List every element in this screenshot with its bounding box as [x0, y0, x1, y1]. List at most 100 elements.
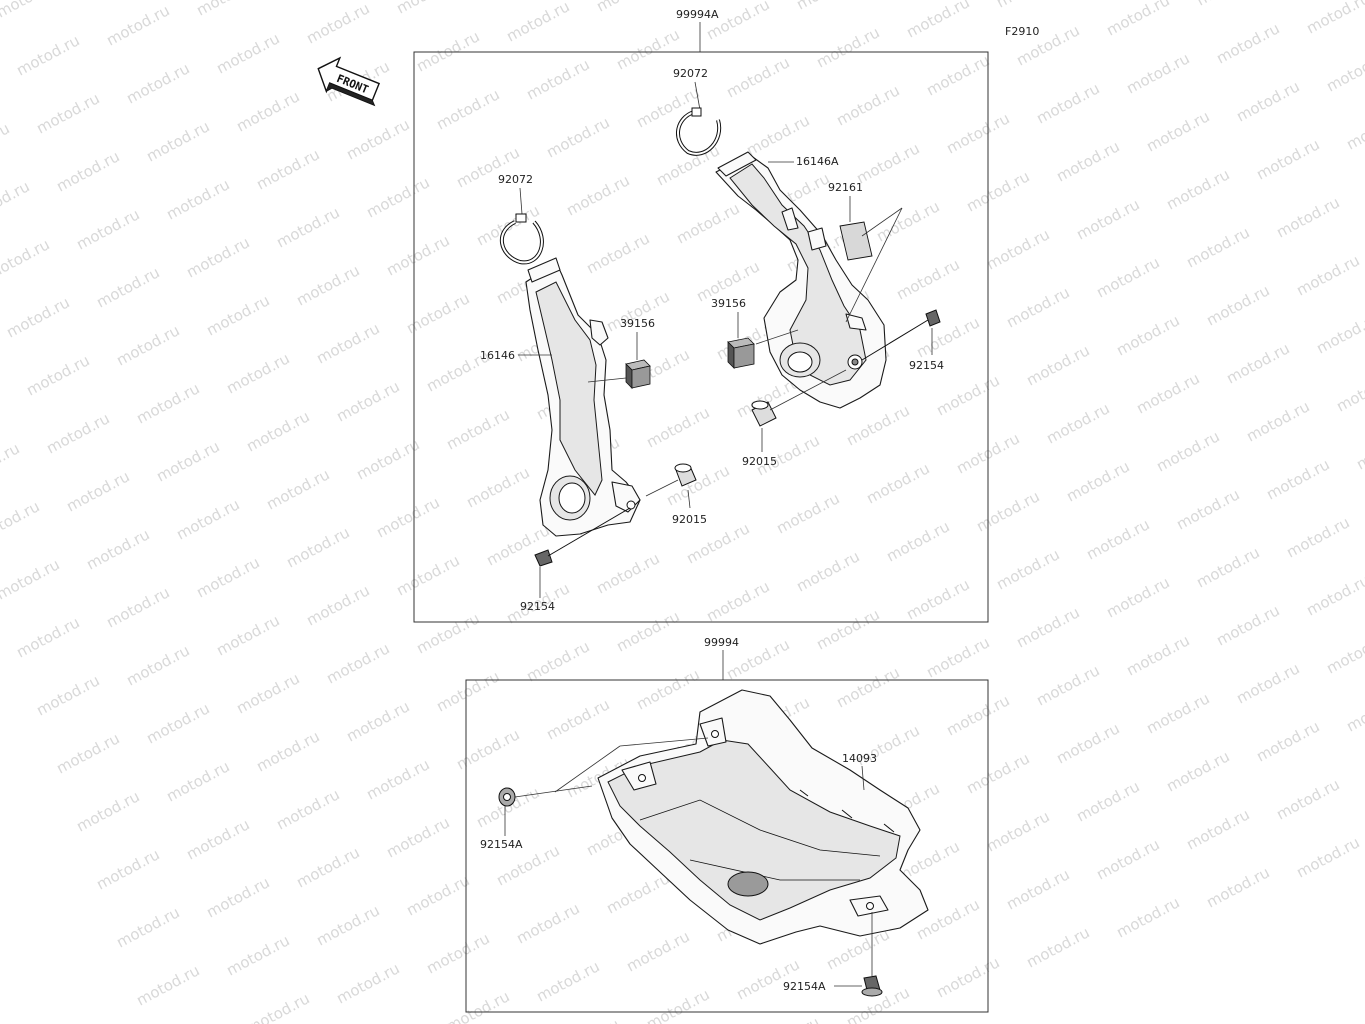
watermark-text: motod.ru [363, 173, 432, 221]
watermark-text: motod.ru [53, 147, 122, 195]
watermark-text: motod.ru [13, 613, 82, 661]
watermark-text: motod.ru [1203, 863, 1272, 911]
watermark-text: motod.ru [993, 545, 1062, 593]
watermark-text: motod.ru [833, 81, 902, 129]
watermark-text: motod.ru [1353, 425, 1365, 473]
watermark-text: motod.ru [343, 697, 412, 745]
watermark-text: motod.ru [1263, 455, 1332, 503]
pad-left-icon [625, 359, 651, 389]
watermark-text: motod.ru [703, 577, 772, 625]
watermark-text: motod.ru [723, 53, 792, 101]
watermark-text: motod.ru [933, 953, 1002, 1001]
watermark-text: motod.ru [1233, 659, 1302, 707]
watermark-text: motod.ru [793, 547, 862, 595]
watermark-text: motod.ru [623, 927, 692, 975]
skid-plate [597, 689, 929, 945]
part-label-pad-right: 39156 [711, 297, 746, 310]
watermark-text: motod.ru [1163, 747, 1232, 795]
watermark-text: motod.ru [1333, 367, 1365, 415]
watermark-text: motod.ru [183, 233, 252, 281]
watermark-text: motod.ru [1273, 193, 1342, 241]
watermark-text: motod.ru [433, 667, 502, 715]
watermark-text: motod.ru [0, 439, 23, 487]
part-label-clip-left: 92072 [498, 173, 533, 186]
watermark-text: motod.ru [1143, 107, 1212, 155]
watermark-text: motod.ru [583, 229, 652, 277]
part-label-skid-plate: 14093 [842, 752, 877, 765]
watermark-text: motod.ru [1103, 573, 1172, 621]
collar-right-icon [751, 400, 777, 427]
watermark-text: motod.ru [33, 671, 102, 719]
watermark-text: motod.ru [543, 695, 612, 743]
watermark-text: motod.ru [1213, 19, 1282, 67]
watermark-text: motod.ru [1303, 0, 1365, 38]
watermark-text: motod.ru [403, 871, 472, 919]
watermark-text: motod.ru [1293, 251, 1362, 299]
watermark-text: motod.ru [63, 467, 132, 515]
watermark-text: motod.ru [813, 605, 882, 653]
watermark-text: motod.ru [443, 405, 512, 453]
watermark-text: motod.ru [983, 807, 1052, 855]
watermark-text: motod.ru [1073, 777, 1142, 825]
watermark-text: motod.ru [333, 377, 402, 425]
watermark-text: motod.ru [1303, 571, 1365, 619]
watermark-text: motod.ru [963, 167, 1032, 215]
part-label-bolt-right: 92154 [909, 359, 944, 372]
watermark-text: motod.ru [1193, 0, 1262, 10]
figure-code: F2910 [1005, 25, 1039, 38]
watermark-text: motod.ru [1293, 833, 1362, 881]
watermark-text: motod.ru [1053, 719, 1122, 767]
watermark-text: motod.ru [243, 989, 312, 1024]
kit-lower-frame [465, 679, 989, 1013]
watermark-text: motod.ru [123, 641, 192, 689]
watermark-text: motod.ru [143, 699, 212, 747]
watermark-text: motod.ru [913, 313, 982, 361]
watermark-text: motod.ru [323, 639, 392, 687]
watermark-text: motod.ru [1043, 399, 1112, 447]
watermark-text: motod.ru [303, 0, 372, 48]
watermark-text: motod.ru [503, 0, 572, 46]
watermark-text: motod.ru [103, 583, 172, 631]
watermark-text: motod.ru [333, 959, 402, 1007]
part-label-pad-left: 39156 [620, 317, 655, 330]
watermark-text: motod.ru [213, 611, 282, 659]
watermark-text: motod.ru [1243, 397, 1312, 445]
watermark-text: motod.ru [1283, 513, 1352, 561]
watermark-text: motod.ru [283, 523, 352, 571]
clip-left-icon [499, 213, 544, 265]
part-label-cover-right: 16146A [796, 155, 839, 168]
watermark-text: motod.ru [593, 549, 662, 597]
part-label-bolt-skid-bottom: 92154A [783, 980, 826, 993]
watermark-text: motod.ru [0, 555, 63, 603]
watermark-text: motod.ru [1183, 805, 1252, 853]
bolt-skid-left-icon [498, 787, 516, 807]
watermark-text: motod.ru [253, 727, 322, 775]
watermark-text: motod.ru [293, 843, 362, 891]
watermark-text: motod.ru [613, 607, 682, 655]
watermark-text: motod.ru [173, 495, 242, 543]
watermark-text: motod.ru [1003, 283, 1072, 331]
watermark-text: motod.ru [303, 581, 372, 629]
watermark-text: motod.ru [273, 785, 342, 833]
watermark-text: motod.ru [1053, 137, 1122, 185]
watermark-text: motod.ru [313, 901, 382, 949]
watermark-text: motod.ru [0, 497, 43, 545]
watermark-text: motod.ru [1103, 0, 1172, 40]
watermark-text: motod.ru [1093, 253, 1162, 301]
watermark-text: motod.ru [413, 27, 482, 75]
watermark-text: motod.ru [1073, 195, 1142, 243]
watermark-text: motod.ru [1343, 105, 1365, 153]
watermark-text: motod.ru [673, 199, 742, 247]
watermark-text: motod.ru [973, 487, 1042, 535]
left-frame-cover [525, 257, 641, 537]
watermark-text: motod.ru [393, 551, 462, 599]
watermark-text: motod.ru [1023, 923, 1092, 971]
watermark-text: motod.ru [93, 263, 162, 311]
watermark-text: motod.ru [133, 379, 202, 427]
watermark-text: motod.ru [43, 409, 112, 457]
watermark-text: motod.ru [1113, 893, 1182, 941]
watermark-text: motod.ru [183, 815, 252, 863]
clip-top-icon [676, 107, 722, 156]
kit-upper-label: 99994A [676, 8, 719, 21]
watermark-text: motod.ru [603, 869, 672, 917]
